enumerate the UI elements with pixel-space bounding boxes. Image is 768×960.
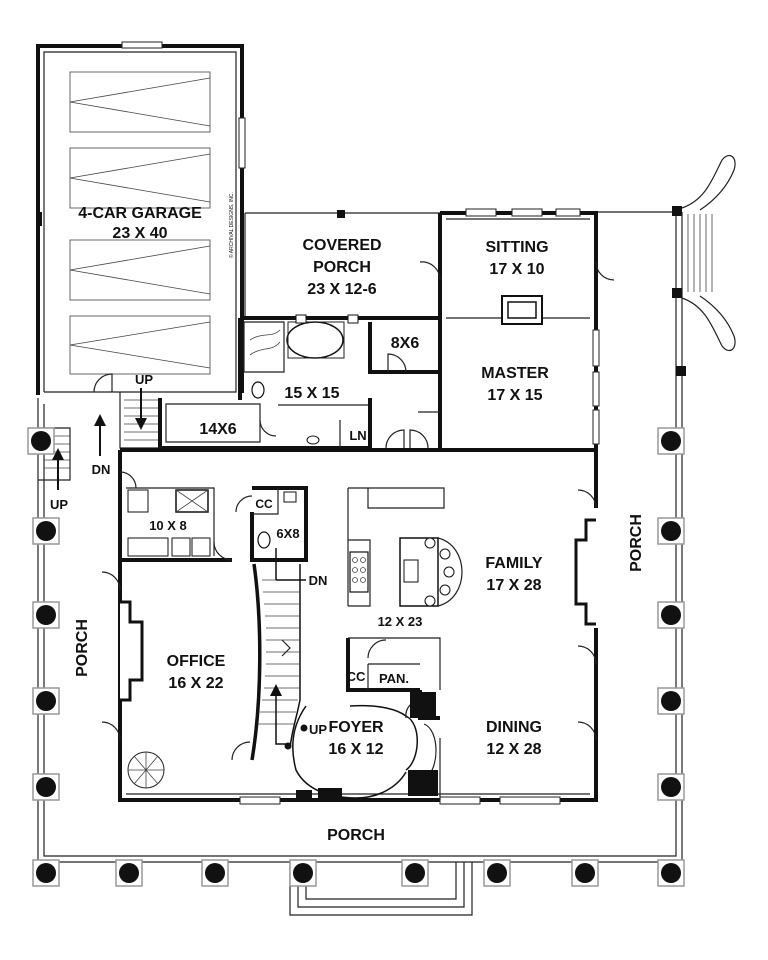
foyer-size: 16 X 12 xyxy=(328,741,383,758)
sitting-size: 17 X 10 xyxy=(489,261,544,278)
foyer-walls xyxy=(292,692,438,800)
powder-room-walls xyxy=(235,486,308,562)
porch-left-label: PORCH xyxy=(74,619,91,677)
office-spiral-stair xyxy=(127,751,165,789)
porch-front-label: PORCH xyxy=(327,827,385,844)
stair-up-left: UP xyxy=(50,497,68,512)
stair-up-top: UP xyxy=(135,372,153,387)
master-name: MASTER xyxy=(481,365,549,382)
room-labels: 4-CAR GARAGE 23 X 40 COVERED PORCH 23 X … xyxy=(50,205,645,844)
closet-8x6-size: 8X6 xyxy=(391,335,420,352)
side-curved-stair xyxy=(681,155,736,351)
closet-14x6-size: 14X6 xyxy=(199,421,236,438)
bath-6x8-size: 6X8 xyxy=(276,526,299,541)
porch-columns xyxy=(27,206,686,887)
family-size: 17 X 28 xyxy=(486,577,541,594)
bath-walls xyxy=(158,314,440,450)
master-suite-walls xyxy=(418,208,615,452)
linen-label: LN xyxy=(349,428,366,443)
kitchen-walls xyxy=(347,487,463,607)
covered-porch-name-2: PORCH xyxy=(313,259,371,276)
stair-dn-main: DN xyxy=(309,573,328,588)
main-house-walls xyxy=(101,448,598,805)
office-size: 16 X 22 xyxy=(168,675,223,692)
kitchen-size: 12 X 23 xyxy=(378,614,423,629)
covered-porch-name-1: COVERED xyxy=(302,237,381,254)
sitting-name: SITTING xyxy=(485,239,548,256)
master-size: 17 X 15 xyxy=(487,387,542,404)
dining-name: DINING xyxy=(486,719,542,736)
garage xyxy=(36,41,246,395)
laundry-size: 10 X 8 xyxy=(149,518,187,533)
family-name: FAMILY xyxy=(485,555,543,572)
covered-porch-walls xyxy=(244,210,442,318)
cc-lower-label: CC xyxy=(347,669,366,684)
copyright-text: © ARCHIVAL DESIGNS, INC. xyxy=(228,192,235,258)
main-curved-stair xyxy=(231,563,301,761)
pantry-label: PAN. xyxy=(379,671,409,686)
stair-dn-left: DN xyxy=(92,462,111,477)
dining-size: 12 X 28 xyxy=(486,741,541,758)
laundry-walls xyxy=(119,471,233,562)
foyer-name: FOYER xyxy=(328,719,384,736)
office-name: OFFICE xyxy=(167,653,226,670)
stair-up-main: UP xyxy=(309,722,327,737)
bath-size: 15 X 15 xyxy=(284,385,339,402)
porch-right-label: PORCH xyxy=(628,514,645,572)
cc-upper-label: CC xyxy=(255,497,273,511)
garage-size: 23 X 40 xyxy=(112,225,167,242)
covered-porch-size: 23 X 12-6 xyxy=(307,281,376,298)
garage-name: 4-CAR GARAGE xyxy=(78,205,202,222)
